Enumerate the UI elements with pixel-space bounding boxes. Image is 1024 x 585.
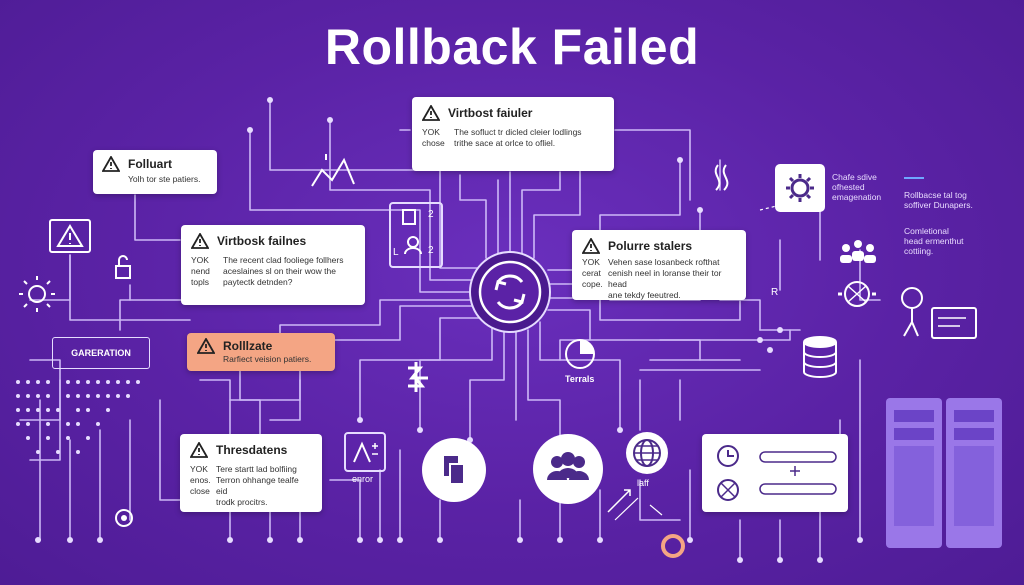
- chate-text: Chafe sdive ofhested emagenation: [832, 172, 882, 202]
- card-label: YOK nend topls: [191, 255, 210, 287]
- enror-label: enror: [352, 474, 374, 484]
- laff-label: laff: [637, 478, 649, 488]
- card-text: The recent clad fooliege follhers acesla…: [223, 255, 344, 287]
- card-polurre-stalers[interactable]: Polurre stalers YOK cerat cope. Vehen sa…: [572, 230, 746, 300]
- card-label: YOK enos. close: [190, 464, 211, 496]
- card-text: Yolh tor ste patiers.: [128, 174, 201, 184]
- globe-icon: [633, 439, 661, 467]
- panel-graphics: [717, 445, 837, 501]
- card-text: The sofluct tr dicled cleier lodlings tr…: [454, 127, 582, 148]
- card-thresdatens[interactable]: Thresdatens YOK enos. close Tere startt …: [180, 434, 322, 512]
- team-circle[interactable]: [533, 434, 603, 504]
- warning-icon: [197, 338, 215, 354]
- generation-label: GARERATION: [71, 348, 131, 358]
- num-label-b: 2: [428, 245, 434, 256]
- documents-icon: [444, 456, 465, 485]
- card-title: Rolllzate: [223, 339, 273, 353]
- warning-icon: [191, 233, 209, 249]
- users-panel: [389, 202, 443, 268]
- enror-box: [344, 432, 386, 472]
- warning-icon: [582, 238, 600, 254]
- team-icon: [547, 452, 589, 480]
- card-title: Folluart: [128, 157, 172, 171]
- control-panel[interactable]: [702, 434, 848, 512]
- documents-circle[interactable]: [422, 438, 486, 502]
- card-virtbost-faiuler[interactable]: Virtbost faiuler YOK chose The sofluct t…: [412, 97, 614, 171]
- chart-icon: [353, 441, 378, 463]
- pie-chart-icon: [565, 339, 595, 369]
- rollbase-text: Rollbacse tal tog soffiver Dunapers.: [904, 190, 973, 210]
- card-title: Virtbosk failnes: [217, 234, 307, 248]
- page-title: Rollback Failed: [324, 19, 700, 75]
- r-label: R: [771, 287, 779, 298]
- card-label: YOK chose: [422, 127, 445, 148]
- card-title: Thresdatens: [216, 443, 288, 457]
- card-text: Vehen sase losanbeck rofthat cenish neel…: [608, 257, 722, 300]
- card-text: Rarfiect veision patiers.: [223, 354, 312, 364]
- card-folluart[interactable]: Folluart Yolh tor ste patiers.: [93, 150, 217, 194]
- l-label: L: [393, 247, 399, 258]
- card-virtbosk-failnes[interactable]: Virtbosk failnes YOK nend topls The rece…: [181, 225, 365, 305]
- card-title: Polurre stalers: [608, 239, 693, 253]
- terrals-label: Terrals: [565, 374, 595, 384]
- gear-box[interactable]: [775, 164, 825, 212]
- gear-icon: [786, 174, 814, 202]
- card-label: YOK cerat cope.: [582, 257, 603, 289]
- card-text: Tere startt lad bolfiing Terron ohhange …: [216, 464, 299, 507]
- warning-icon: [190, 442, 208, 458]
- globe-circle[interactable]: [626, 432, 668, 474]
- generation-box[interactable]: GARERATION: [52, 337, 150, 369]
- comletional-text: Comletional head ermenthut cottiing.: [904, 226, 964, 256]
- users-icon: [402, 209, 422, 255]
- warning-icon: [102, 156, 120, 172]
- num-label-a: 2: [428, 209, 434, 220]
- warning-icon: [422, 105, 440, 121]
- card-rolllzate[interactable]: Rolllzate Rarfiect veision patiers.: [187, 333, 335, 371]
- card-title: Virtbost faiuler: [448, 106, 533, 120]
